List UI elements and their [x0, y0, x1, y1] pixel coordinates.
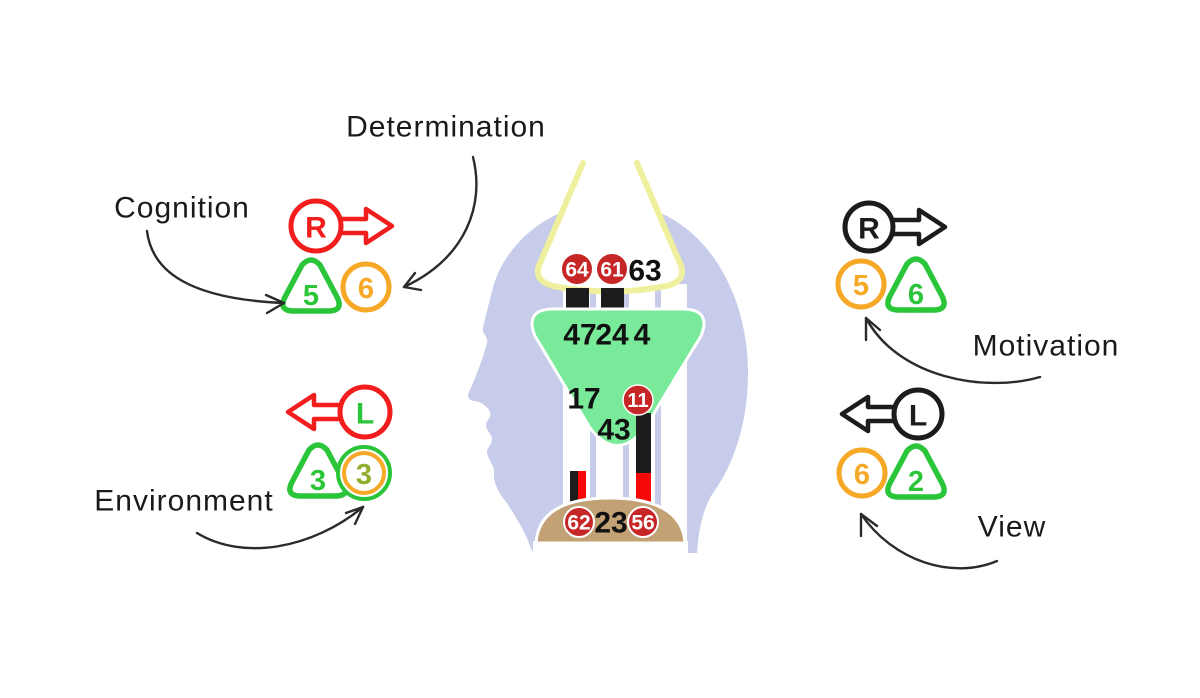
group-right-bottom: L 6 2	[836, 387, 947, 500]
marker-letter-l: L	[909, 400, 927, 433]
cognition-arrow	[145, 229, 286, 315]
label-motivation: Motivation	[973, 330, 1120, 363]
motivation-arrow	[864, 316, 1042, 385]
triangle-token-value: 2	[908, 466, 924, 498]
view-arrow	[859, 512, 999, 570]
intake-badge-left	[560, 252, 594, 286]
core-value-4: 4	[634, 319, 651, 352]
core-value-47: 47	[563, 319, 596, 352]
marker-circle	[891, 387, 945, 441]
signal-bar-short-black	[570, 471, 578, 502]
group-right-top: R 5 6	[835, 200, 948, 313]
marker-letter-l: L	[356, 398, 374, 431]
circle-token	[836, 447, 888, 499]
base-plain-value: 23	[594, 507, 627, 540]
marker-letter-r: R	[858, 213, 880, 246]
base-badge-right	[627, 506, 659, 538]
triangle-token-value: 3	[310, 465, 326, 497]
triangle-token	[280, 257, 342, 314]
signal-bar-top-left	[566, 288, 589, 311]
circle-token-value: 6	[358, 273, 374, 305]
label-environment: Environment	[94, 485, 273, 518]
core-value-24: 24	[595, 319, 629, 352]
circle-token-value: 6	[854, 459, 870, 491]
label-view: View	[978, 511, 1046, 544]
processing-core	[530, 307, 706, 447]
triangle-token	[287, 442, 349, 499]
core-value-43: 43	[597, 414, 630, 447]
marker-circle	[288, 198, 344, 254]
core-badge	[622, 384, 654, 416]
circle-token-value: 5	[853, 270, 869, 302]
circle-token	[340, 261, 392, 313]
core-value-17: 17	[567, 383, 600, 416]
signal-bar-long-red	[636, 473, 651, 502]
label-cognition: Cognition	[114, 192, 250, 225]
signal-bar-top-right	[601, 288, 624, 311]
marker-letter-r: R	[305, 212, 327, 245]
intake-plain-value: 63	[628, 255, 661, 288]
environment-arrow	[195, 505, 365, 550]
triangle-token-value: 6	[908, 279, 924, 311]
core-badge-value: 11	[627, 390, 648, 412]
triangle-token	[885, 256, 947, 313]
base-badge-left	[563, 506, 595, 538]
marker-circle	[842, 200, 896, 254]
signal-bar-short-red	[578, 471, 586, 502]
signal-bar-long-black	[636, 413, 651, 473]
double-circle-token-inner	[342, 451, 386, 495]
intake-badge-left-value: 64	[565, 259, 589, 282]
label-determination: Determination	[346, 111, 546, 144]
triangle-token	[885, 443, 947, 500]
base-badge-right-value: 56	[631, 512, 654, 535]
base-badge-left-value: 62	[567, 512, 590, 535]
intake-badge-right	[595, 252, 629, 286]
intake-badge-right-value: 61	[600, 259, 624, 282]
group-left-bottom: L 3 3	[285, 384, 393, 501]
group-left-top: R 5 6	[280, 198, 395, 314]
triangle-token-value: 5	[303, 280, 319, 312]
determination-arrow	[402, 155, 478, 292]
marker-circle	[337, 384, 393, 440]
double-circle-token-value: 3	[356, 459, 372, 491]
circle-token	[835, 258, 887, 310]
head-figure: 64 61 63 47 24 4 17 43 11 62 23 56	[467, 160, 748, 554]
